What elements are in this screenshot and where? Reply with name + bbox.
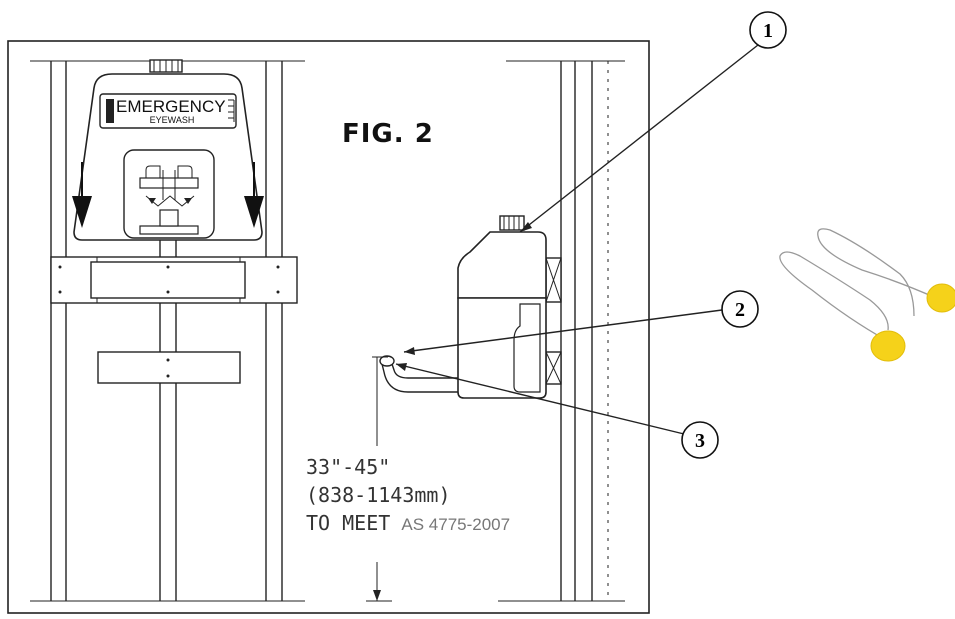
front-sign-panel [99, 93, 237, 129]
callout-1-number: 1 [763, 20, 773, 42]
dust-cap-lanyard-1 [817, 228, 937, 317]
dust-cap-2 [870, 330, 906, 362]
sign-title: EMERGENCY [116, 97, 226, 116]
dimension-standard: AS 4775-2007 [401, 515, 510, 534]
dimension-prefix: TO MEET [306, 511, 390, 535]
callout-2: 2 [403, 290, 759, 355]
dimension-standard-line: TO MEET AS 4775-2007 [306, 511, 510, 535]
side-upper-mounting-block [545, 257, 562, 303]
side-nozzle-head [379, 355, 395, 367]
callout-3-number: 3 [695, 430, 705, 452]
left-down-arrow-icon [72, 162, 92, 228]
callout-3: 3 [395, 363, 719, 459]
dust-cap-1 [926, 283, 955, 313]
front-lower-block [97, 351, 241, 384]
callout-1: 1 [519, 11, 787, 233]
callout-2-number: 2 [735, 299, 745, 321]
right-down-arrow-icon [244, 162, 264, 228]
front-nozzle-assembly [139, 165, 199, 235]
side-outlet-pipe [381, 363, 458, 393]
side-top-fitting [499, 215, 525, 231]
eyewash-unit-side [379, 215, 547, 399]
dust-caps-with-lanyards [779, 228, 955, 362]
height-dimension-line [366, 356, 392, 602]
side-panel-recess [513, 303, 541, 393]
sign-subtitle: EYEWASH [150, 115, 195, 125]
dimension-millimetres: (838-1143mm) [306, 483, 451, 507]
side-view: 33"-45" (838-1143mm) TO MEET AS 4775-200… [306, 60, 625, 602]
dimension-inches: 33"-45" [306, 455, 390, 479]
sign-person-icon [106, 99, 114, 123]
dust-cap-lanyard-2 [779, 251, 889, 341]
front-view: EMERGENCY EYEWASH [30, 59, 305, 602]
figure-title: FIG. 2 [342, 119, 434, 149]
side-lower-mounting-block [545, 351, 562, 385]
eyewash-unit-front: EMERGENCY EYEWASH [72, 59, 264, 241]
